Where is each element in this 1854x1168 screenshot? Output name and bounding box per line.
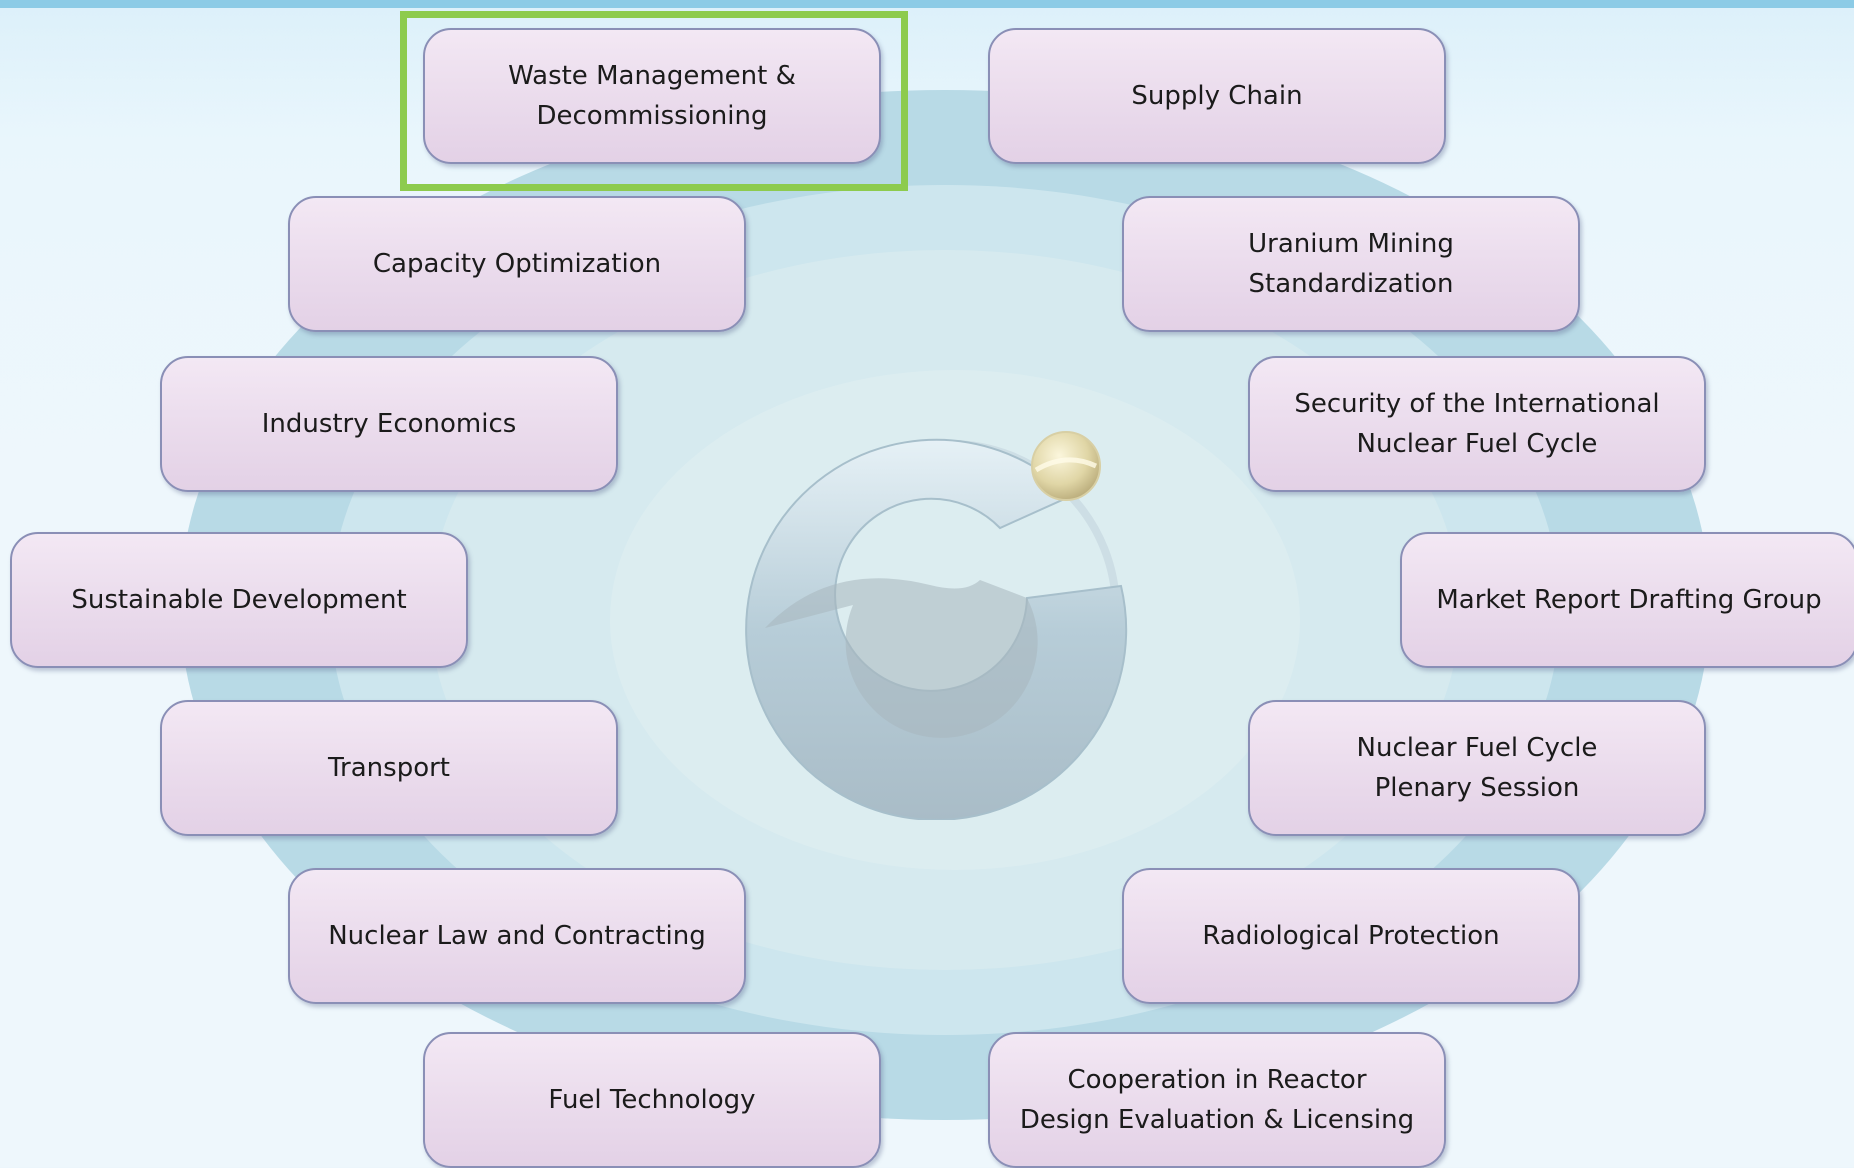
node-industry-economics[interactable]: Industry Economics: [160, 356, 618, 492]
node-fuel-technology[interactable]: Fuel Technology: [423, 1032, 881, 1168]
top-border-line: [0, 0, 1854, 8]
node-fuel-cycle-plenary[interactable]: Nuclear Fuel Cycle Plenary Session: [1248, 700, 1706, 836]
nuclear-ring-logo-icon: [745, 431, 1128, 820]
selection-highlight-frame: [400, 11, 908, 191]
node-waste-management[interactable]: Waste Management & Decommissioning: [423, 28, 881, 164]
node-label: Cooperation in Reactor Design Evaluation…: [1019, 1065, 1415, 1135]
node-reactor-design[interactable]: Cooperation in Reactor Design Evaluation…: [988, 1032, 1446, 1168]
node-label: Nuclear Fuel Cycle Plenary Session: [1356, 733, 1598, 803]
node-label: Transport: [327, 753, 450, 783]
node-label: Uranium Mining Standardization: [1248, 229, 1454, 299]
node-market-report[interactable]: Market Report Drafting Group: [1400, 532, 1854, 668]
node-label: Fuel Technology: [548, 1085, 756, 1115]
node-supply-chain[interactable]: Supply Chain: [988, 28, 1446, 164]
node-transport[interactable]: Transport: [160, 700, 618, 836]
node-label: Capacity Optimization: [372, 249, 662, 279]
node-label: Market Report Drafting Group: [1436, 585, 1822, 615]
node-label: Sustainable Development: [71, 585, 407, 615]
node-nuclear-law[interactable]: Nuclear Law and Contracting: [288, 868, 746, 1004]
node-label: Security of the International Nuclear Fu…: [1294, 389, 1660, 459]
node-uranium-mining[interactable]: Uranium Mining Standardization: [1122, 196, 1580, 332]
node-security-fuel-cycle[interactable]: Security of the International Nuclear Fu…: [1248, 356, 1706, 492]
node-radiological-protection[interactable]: Radiological Protection: [1122, 868, 1580, 1004]
node-label: Waste Management & Decommissioning: [508, 61, 796, 131]
node-label: Supply Chain: [1131, 81, 1303, 111]
node-label: Radiological Protection: [1202, 921, 1500, 951]
node-label: Nuclear Law and Contracting: [328, 921, 706, 951]
node-sustainable-development[interactable]: Sustainable Development: [10, 532, 468, 668]
node-label: Industry Economics: [261, 409, 517, 439]
node-capacity-optimization[interactable]: Capacity Optimization: [288, 196, 746, 332]
